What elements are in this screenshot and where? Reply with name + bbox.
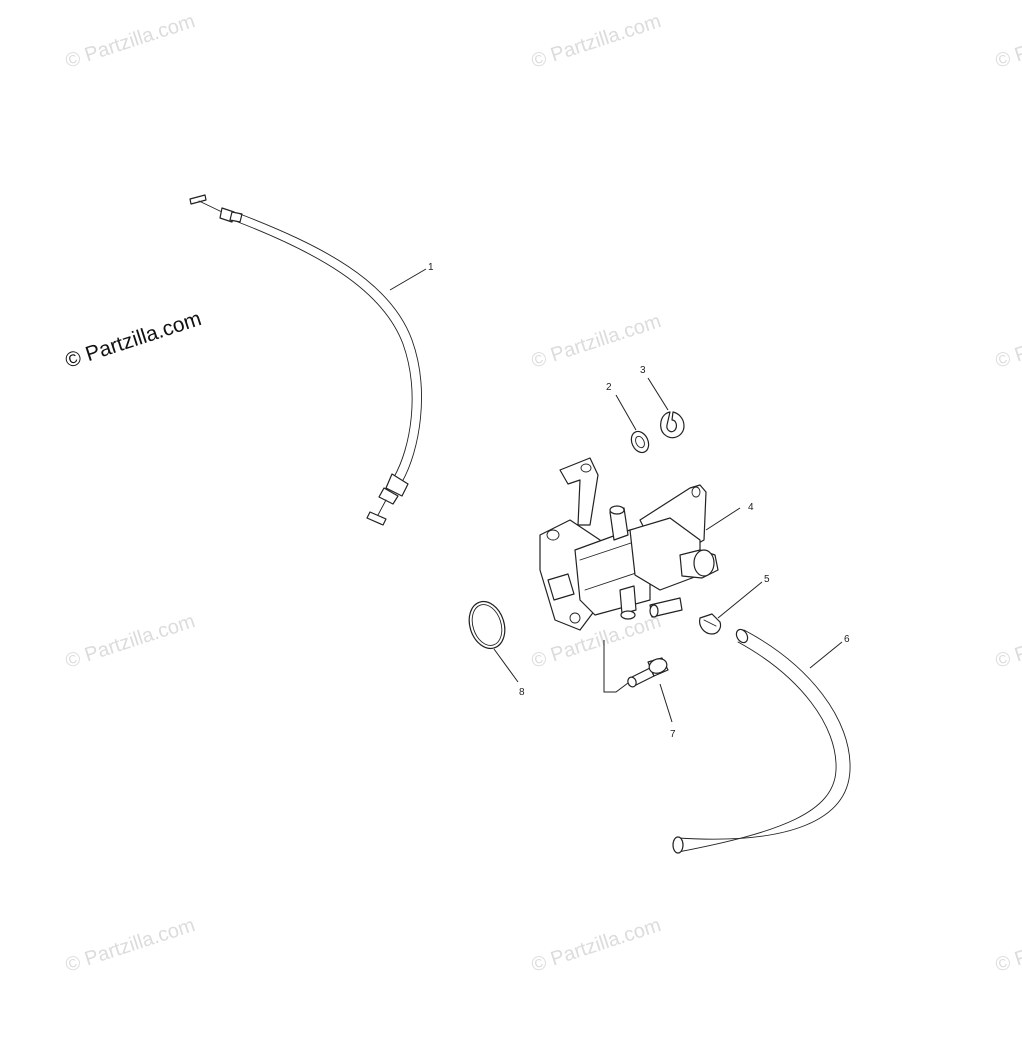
leader-6 xyxy=(809,641,843,669)
leader-7 xyxy=(659,683,673,723)
leader-lines xyxy=(389,268,843,723)
watermark: © Partzilla.com xyxy=(63,10,198,73)
callout-1: 1 xyxy=(428,262,434,273)
callout-4: 4 xyxy=(748,502,754,513)
callout-2: 2 xyxy=(606,382,612,393)
callout-labels: 1 2 3 4 5 6 7 8 xyxy=(428,262,850,740)
watermark-group: © Partzilla.com © Partzilla.com © Partzi… xyxy=(62,10,1022,977)
watermark: © Partzilla.com xyxy=(993,10,1022,73)
part-8-oring xyxy=(468,600,506,650)
part-6-hose xyxy=(672,628,851,854)
watermark: © Partzilla.com xyxy=(529,310,664,373)
watermark: © Partzilla.com xyxy=(993,914,1022,977)
watermark: © Partzilla.com xyxy=(529,914,664,977)
leader-2 xyxy=(615,394,637,431)
callout-7: 7 xyxy=(670,729,676,740)
part-5-clamp xyxy=(699,613,722,635)
leader-3 xyxy=(647,377,669,411)
part-3-eclip xyxy=(660,411,685,439)
watermark: © Partzilla.com xyxy=(63,610,198,673)
callout-6: 6 xyxy=(844,634,850,645)
watermark: © Partzilla.com xyxy=(993,610,1022,673)
leader-5 xyxy=(717,581,763,619)
leader-4 xyxy=(705,507,741,531)
part-4-valve-assembly xyxy=(539,457,719,693)
watermark: © Partzilla.com xyxy=(993,310,1022,373)
leader-8 xyxy=(493,648,519,683)
watermark-prominent: © Partzilla.com xyxy=(62,307,204,373)
callout-3: 3 xyxy=(640,365,646,376)
watermark: © Partzilla.com xyxy=(529,610,664,673)
part-7-bolt xyxy=(627,657,669,688)
leader-1 xyxy=(389,268,427,291)
part-2-washer xyxy=(630,430,650,454)
watermark: © Partzilla.com xyxy=(63,914,198,977)
callout-5: 5 xyxy=(764,574,770,585)
watermark: © Partzilla.com xyxy=(529,10,664,73)
part-1-cable xyxy=(189,194,422,526)
callout-8: 8 xyxy=(519,687,525,698)
